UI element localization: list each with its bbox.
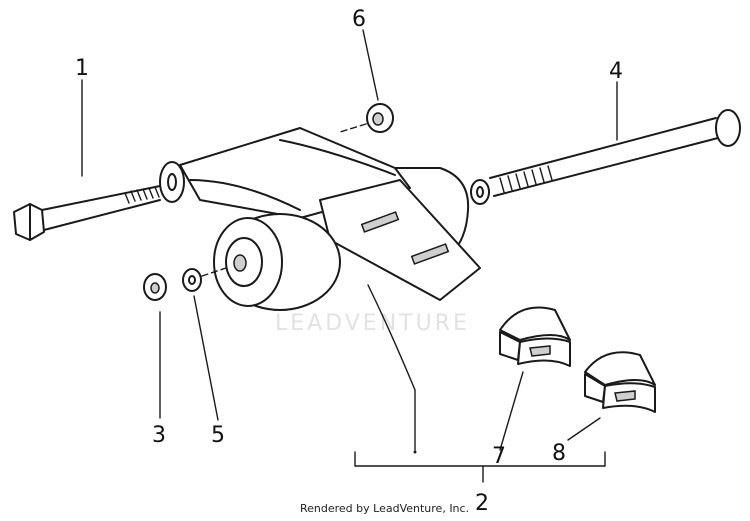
watermark: LEADVENTURE [275, 311, 470, 336]
part-6-nut [339, 103, 394, 133]
callout-2: 2 [475, 491, 489, 516]
callout-6: 6 [352, 7, 366, 32]
callout-3: 3 [152, 423, 166, 448]
callout-5: 5 [211, 423, 225, 448]
callout-4: 4 [609, 59, 623, 84]
callout-8: 8 [552, 441, 566, 466]
leader-lines [81, 29, 618, 483]
bracket-assembly [159, 127, 481, 311]
part-3-nut [143, 273, 167, 301]
callout-7: 7 [492, 444, 506, 469]
callout-1: 1 [75, 56, 89, 81]
part-1-bolt [13, 185, 161, 241]
part-4-bolt [470, 109, 741, 205]
part-8-clip [584, 351, 656, 413]
part-7-clip [499, 306, 571, 367]
part-5-washer [182, 267, 227, 292]
footer-credit: Rendered by LeadVenture, Inc. [300, 502, 469, 515]
